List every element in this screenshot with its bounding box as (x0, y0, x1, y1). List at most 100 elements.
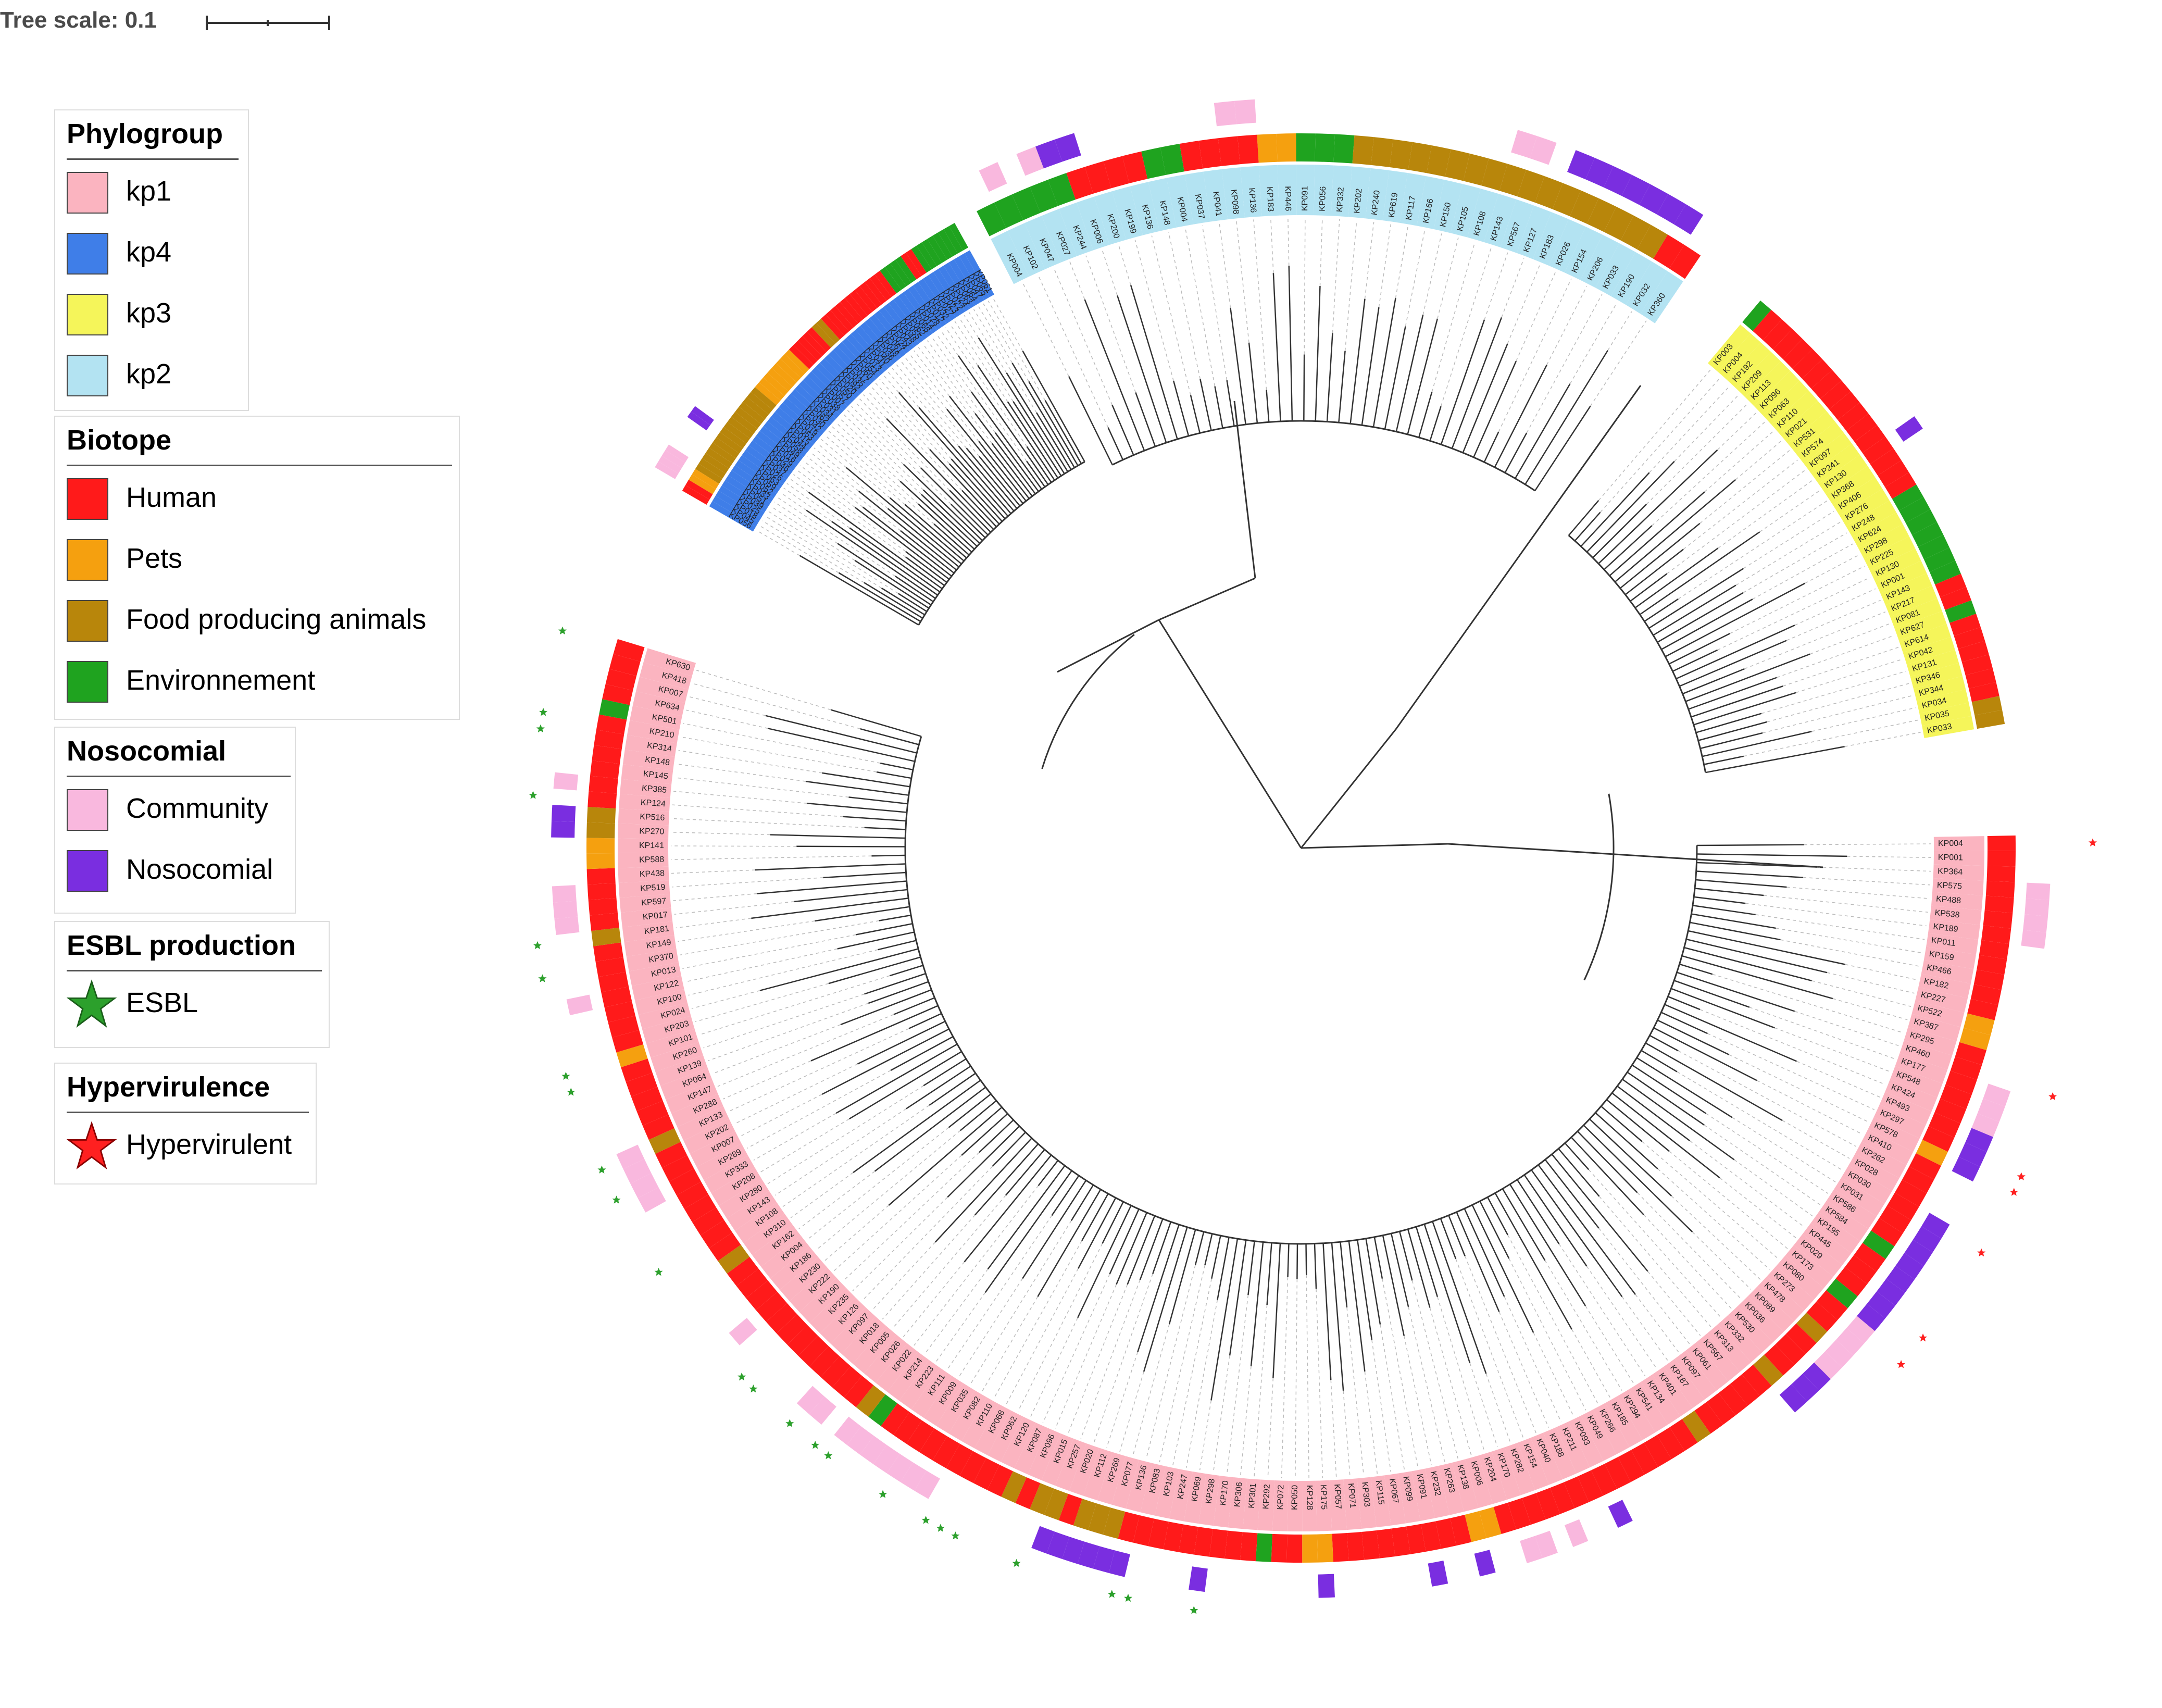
biotope-cell (586, 806, 616, 824)
phylogroup-cell (1890, 1066, 1943, 1098)
phylogroup-cell (874, 310, 910, 354)
phylogroup-cell (1870, 548, 1921, 582)
biotope-cell (735, 406, 761, 429)
phylogroup-cell (908, 285, 942, 330)
leaf-guide-line (1469, 1363, 1498, 1448)
tree-leaf-branch (889, 965, 923, 977)
leaf-guide-line (1690, 1140, 1805, 1228)
community-swatch (67, 789, 108, 831)
isolate-label: KP136 (1247, 188, 1258, 213)
leaf-guide-line (1730, 566, 1865, 634)
nosocomial-cell (616, 1144, 645, 1169)
leaf-guide-line (674, 901, 795, 915)
leaf-guide-line (1647, 1271, 1701, 1336)
leaf-guide-line (1667, 469, 1806, 574)
tree-leaf-branch (849, 527, 941, 593)
leaf-guide-line (1501, 258, 1524, 318)
isolate-label: KP011 (1931, 936, 1956, 949)
biotope-cell (1044, 1488, 1068, 1520)
biotope-cell (591, 927, 621, 946)
nosocomial-cell (623, 1159, 652, 1184)
nosocomial-cell (1054, 133, 1081, 162)
leaf-guide-line (896, 364, 967, 448)
phylogroup-cell (1626, 261, 1668, 314)
biotope-cell (885, 263, 907, 290)
legend-item-label: Food producing animals (126, 604, 427, 635)
biotope-cell (705, 447, 733, 469)
leaf-guide-line (1764, 895, 1928, 913)
leaf-guide-line (1844, 732, 1921, 747)
tree-leaf-branch (918, 503, 972, 553)
leaf-guide-line (689, 696, 766, 716)
tree-leaf-branch (1326, 333, 1333, 422)
biotope-cell (692, 1207, 724, 1236)
tree-leaf-branch (1622, 1078, 1735, 1161)
leaf-guide-line (1677, 1071, 1843, 1171)
phylogroup-cell (869, 314, 906, 357)
tree-leaf-branch (929, 448, 1000, 525)
biotope-cell (1968, 682, 1999, 702)
leaf-guide-line (1288, 218, 1290, 266)
phylogroup-cell (719, 1179, 769, 1218)
biotope-cell (895, 256, 917, 283)
phylogroup-cell (1926, 933, 1979, 955)
tree-leaf-branch (949, 490, 992, 533)
tree-leaf-branch (966, 447, 1018, 509)
biotope-cell (587, 883, 617, 900)
biotope-cell (1785, 1323, 1817, 1354)
isolate-label: KP181 (644, 924, 670, 936)
tree-leaf-branch (770, 834, 906, 839)
legend-biotope: Biotope Human Pets Food producing animal… (54, 416, 460, 720)
phylogroup-cell (899, 1360, 941, 1410)
phylogroup-cell (1257, 1479, 1275, 1531)
nosocomial-cell (1189, 1566, 1208, 1592)
biotope-cell (1928, 1112, 1961, 1138)
tree-leaf-branch (1672, 649, 1718, 672)
leaf-guide-line (1005, 1268, 1079, 1405)
tree-leaf-branch (1676, 625, 1795, 680)
phylogroup-cell (1895, 1053, 1948, 1084)
phylogroup-cell (865, 318, 902, 361)
phylogroup-cell (964, 250, 994, 297)
nosocomial-cell (1965, 1128, 1993, 1152)
tree-leaf-branch (1694, 888, 1764, 896)
biotope-cell (601, 986, 632, 1007)
biotope-cell (1408, 142, 1432, 173)
biotope-cell (1892, 484, 1923, 511)
nosocomial-swatch (67, 850, 108, 892)
biotope-cell (916, 242, 937, 270)
nosocomial-cell (1814, 1351, 1842, 1379)
hypervirulent-star-icon (1896, 1360, 1906, 1368)
biotope-cell (832, 1366, 863, 1398)
leaf-guide-line (1845, 964, 1918, 980)
tree-leaf-branch (1266, 390, 1270, 422)
nosocomial-cell (1567, 150, 1595, 180)
phylogroup-cell (1923, 946, 1976, 969)
nosocomial-cell (1958, 1142, 1987, 1167)
phylogroup-cell (798, 380, 840, 419)
biotope-cell (598, 971, 629, 992)
biotope-cell (605, 669, 637, 691)
biotope-cell (1450, 1514, 1472, 1546)
tree-leaf-branch (1664, 1004, 1797, 1062)
phylogroup-cell (1811, 443, 1860, 484)
biotope-cell (1406, 1524, 1426, 1554)
phylogroup-cell (853, 1325, 897, 1374)
tree-leaf-branch (1194, 1231, 1205, 1266)
tree-leaf-branch (951, 458, 1006, 519)
phylogroup-cell (643, 648, 696, 677)
leaf-guide-line (1526, 294, 1603, 433)
tree-leaf-branch (1516, 1179, 1560, 1244)
phylogroup-cell (1913, 676, 1966, 701)
phylogroup-cell (918, 278, 952, 324)
kp4-swatch (67, 233, 108, 275)
nosocomial-cell (729, 1317, 757, 1345)
phylogroup-cell (1931, 892, 1983, 911)
biotope-cell (1286, 1534, 1303, 1563)
biotope-cell (1987, 836, 2016, 851)
isolate-label: KP292 (1261, 1484, 1272, 1510)
phylogroup-cell (619, 894, 671, 913)
biotope-cell (718, 1244, 750, 1274)
nosocomial-cell (691, 406, 714, 426)
phylogroup-cell (1839, 489, 1890, 527)
